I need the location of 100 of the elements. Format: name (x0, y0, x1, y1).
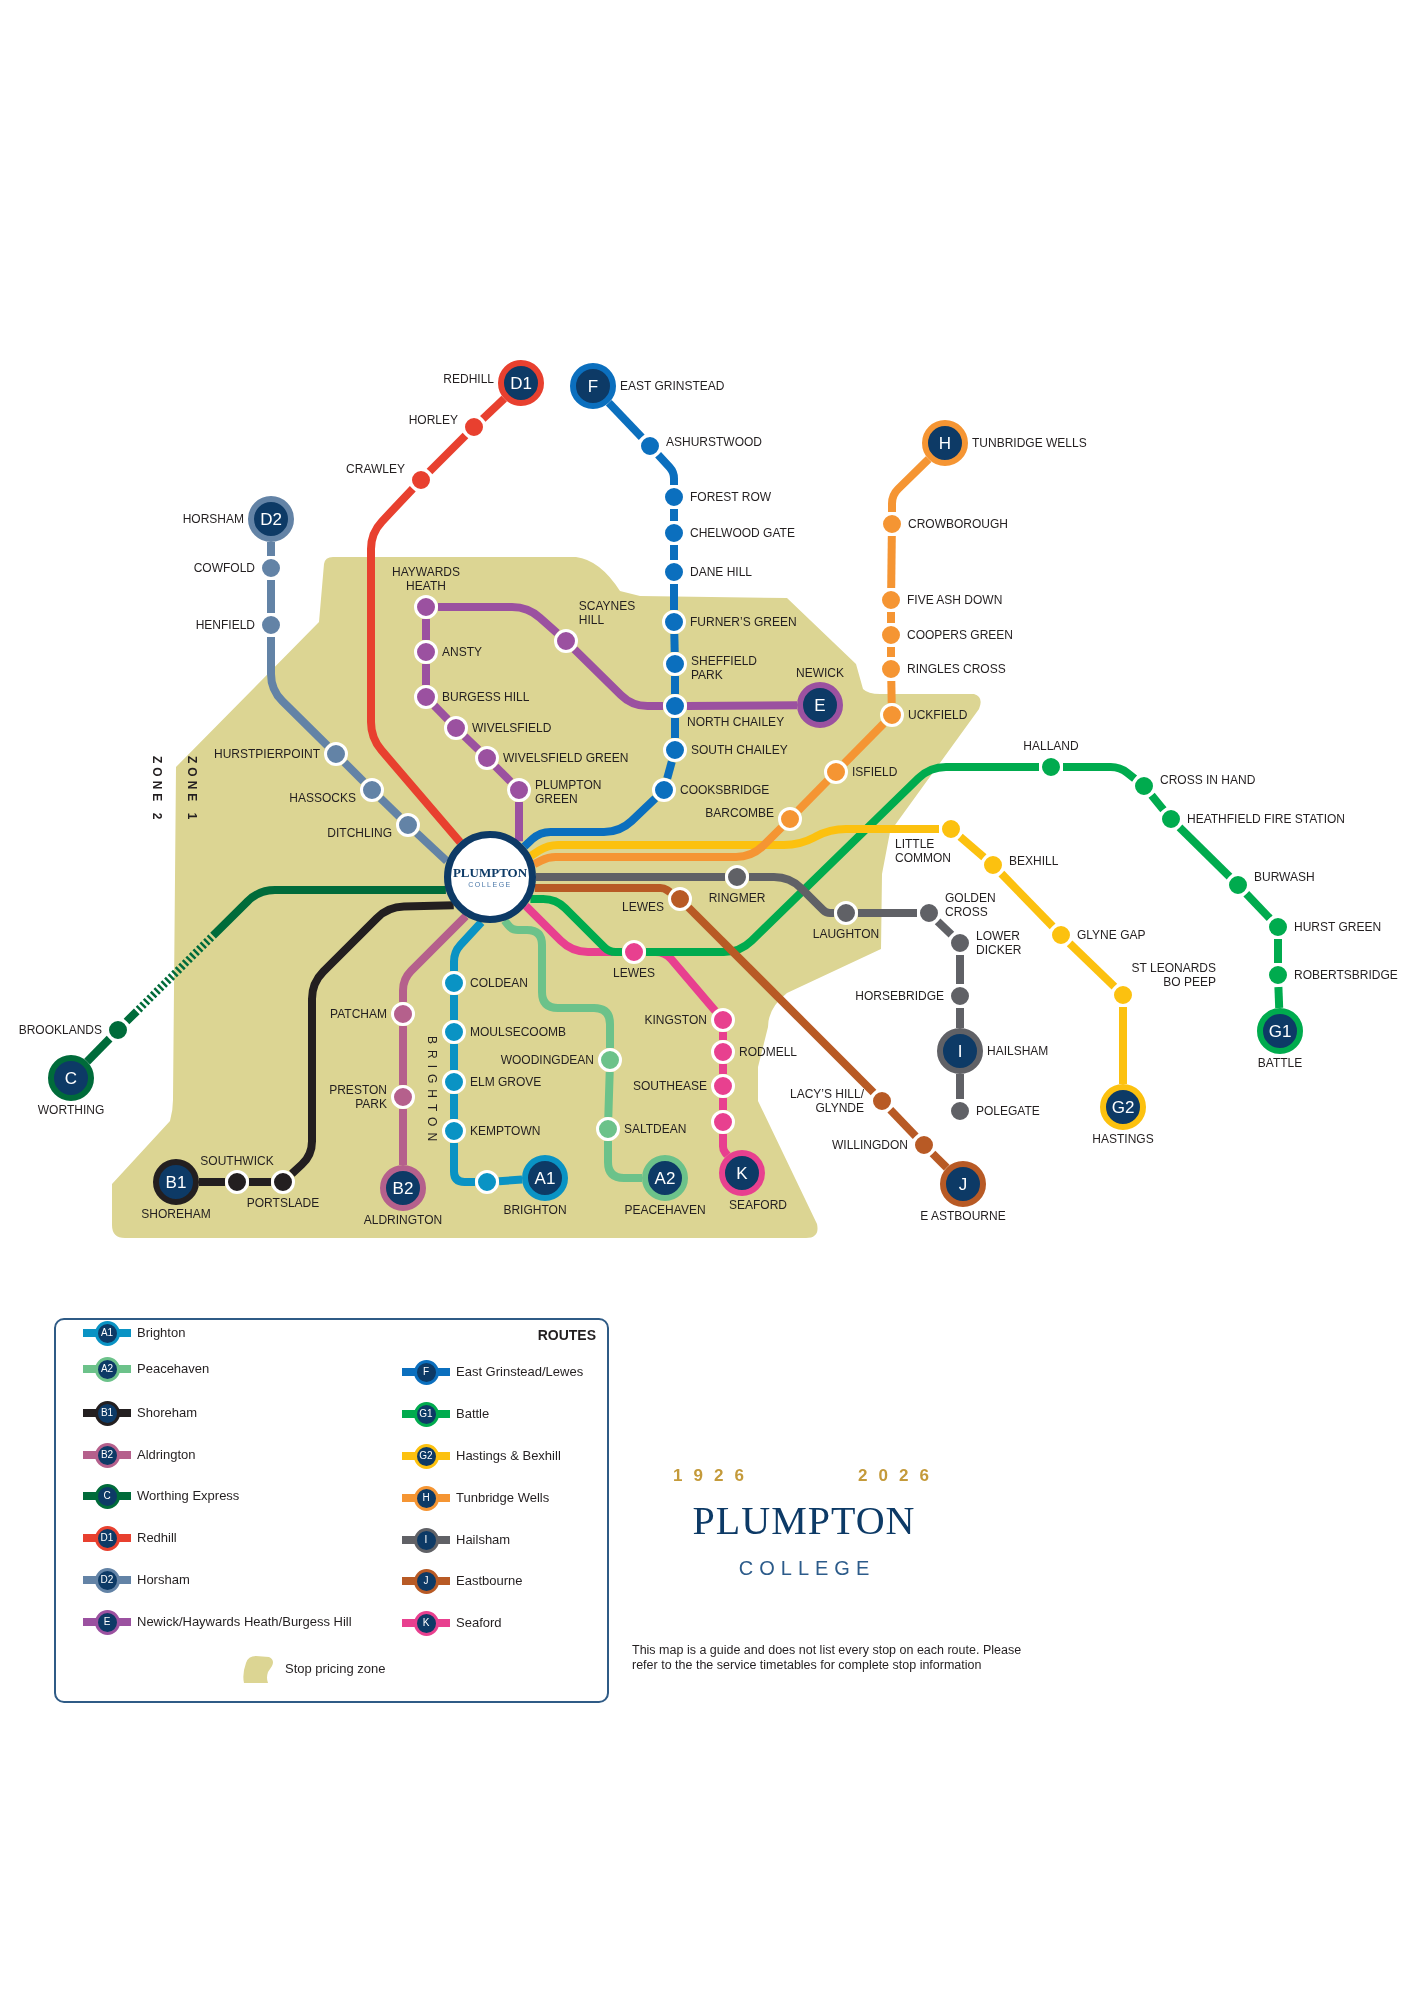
station-name: WILLINGDON (832, 1138, 908, 1152)
route-line (858, 909, 917, 917)
route-line (887, 647, 895, 657)
station-name: ALDRINGTON (363, 1213, 443, 1227)
route-line (534, 884, 673, 896)
station-name: CHELWOOD GATE (690, 526, 795, 540)
route-line (399, 1109, 407, 1165)
station-dot (1226, 873, 1250, 897)
station-name: CROWBOROUGH (908, 517, 1008, 531)
station-name: GLYNE GAP (1077, 928, 1146, 942)
route-line (267, 542, 275, 556)
route-line (422, 664, 430, 685)
route-line (1274, 939, 1282, 963)
station-name: COLDEAN (470, 976, 528, 990)
route-line (480, 395, 507, 422)
station-dot (409, 468, 433, 492)
route-line (888, 456, 932, 512)
college-name: PLUMPTON (692, 1498, 916, 1544)
route-line (795, 777, 831, 814)
station-name: PORTSLADE (246, 1196, 320, 1210)
station-name: SHEFFIELD PARK (691, 654, 757, 682)
route-line (289, 901, 454, 1177)
station-name: HORLEY (408, 413, 458, 427)
station-name: ROBERTSBRIDGE (1294, 968, 1398, 982)
route-line (956, 1074, 964, 1099)
station-name: HENFIELD (195, 618, 255, 632)
terminus-roundel: G1 (1257, 1008, 1303, 1054)
zone-label: ZONE 2 (149, 756, 163, 824)
legend-label: Horsham (137, 1572, 190, 1588)
station-name: E ASTBOURNE (920, 1209, 1006, 1223)
station-name: EAST GRINSTEAD (620, 379, 725, 393)
route-line (461, 733, 482, 753)
route-line (450, 995, 458, 1020)
year-label: 2026 (858, 1466, 940, 1486)
route-line (450, 919, 485, 971)
terminus-roundel: F (570, 363, 616, 409)
station-name: FIVE ASH DOWN (907, 593, 1003, 607)
route-line (887, 612, 895, 623)
route-line (670, 584, 678, 610)
terminus-roundel: I (937, 1028, 983, 1074)
station-name: BURWASH (1254, 870, 1315, 884)
station-name: HAILSHAM (987, 1044, 1049, 1058)
legend-label: Peacehaven (137, 1361, 210, 1377)
station-dot (638, 434, 662, 458)
station-name: DANE HILL (690, 565, 753, 579)
route-line (663, 760, 676, 780)
legend-label: Shoreham (137, 1405, 197, 1421)
station-name: LACY’S HILL/ GLYNDE (788, 1087, 864, 1115)
route-line (1066, 940, 1118, 990)
route-line (267, 637, 331, 749)
station-dot (462, 415, 486, 439)
route-line (438, 603, 560, 636)
route-code-roundel: A1 (94, 1320, 120, 1346)
route-line (956, 955, 964, 984)
route-line (1243, 890, 1273, 922)
hub-name: PLUMPTON (452, 865, 528, 880)
legend-label: Hastings & Bexhill (456, 1448, 561, 1464)
route-line (501, 918, 614, 1048)
terminus-roundel: J (940, 1161, 986, 1207)
route-line (887, 535, 896, 589)
station-name: REDHILL (443, 372, 494, 386)
station-name: NORTH CHAILEY (687, 715, 785, 729)
route-line (686, 701, 798, 710)
station-name: HEATHFIELD FIRE STATION (1187, 812, 1345, 826)
route-line (571, 646, 663, 710)
terminus-roundel: D2 (248, 496, 294, 542)
station-name: KEMPTOWN (470, 1124, 541, 1138)
station-name: WOODINGDEAN (500, 1053, 594, 1067)
route-line (1063, 763, 1138, 782)
station-name: WIVELSFIELD GREEN (503, 751, 629, 765)
station-name: SHOREHAM (141, 1207, 211, 1221)
station-name: SOUTHEASE (633, 1079, 707, 1093)
station-dot (1132, 774, 1156, 798)
station-name: HAYWARDS HEATH (392, 565, 460, 593)
station-dot (106, 1018, 130, 1042)
district-label: BRIGHTON (424, 1036, 438, 1148)
route-line (267, 580, 275, 613)
route-code-roundel: A2 (94, 1356, 120, 1382)
terminus-roundel: G2 (1100, 1084, 1146, 1130)
station-name: MOULSECOOMB (470, 1025, 566, 1039)
route-code-roundel: D1 (94, 1525, 120, 1551)
route-line (532, 824, 785, 868)
disclaimer-note: This map is a guide and does not list every stop on each route. Please refer to the the service timetables for complete stop information (632, 1643, 1023, 1673)
route-line (1176, 824, 1233, 880)
route-line (1274, 986, 1284, 1009)
route-line (492, 763, 514, 785)
station-name: SOUTH CHAILEY (691, 743, 788, 757)
station-name: HASSOCKS (289, 791, 356, 805)
station-name: POLEGATE (976, 1104, 1040, 1118)
station-name: ASHURSTWOOD (666, 435, 762, 449)
route-line (422, 619, 430, 640)
station-name: BATTLE (1257, 1056, 1303, 1070)
station-name: BARCOMBE (705, 806, 774, 820)
legend-label: Battle (456, 1406, 490, 1422)
zone-label: ZONE 1 (184, 756, 198, 824)
year-label: 1926 (673, 1466, 755, 1486)
station-name: SOUTHWICK (200, 1154, 274, 1168)
station-name: LEWES (613, 966, 655, 980)
route-line (719, 1098, 727, 1110)
route-line (670, 509, 678, 521)
